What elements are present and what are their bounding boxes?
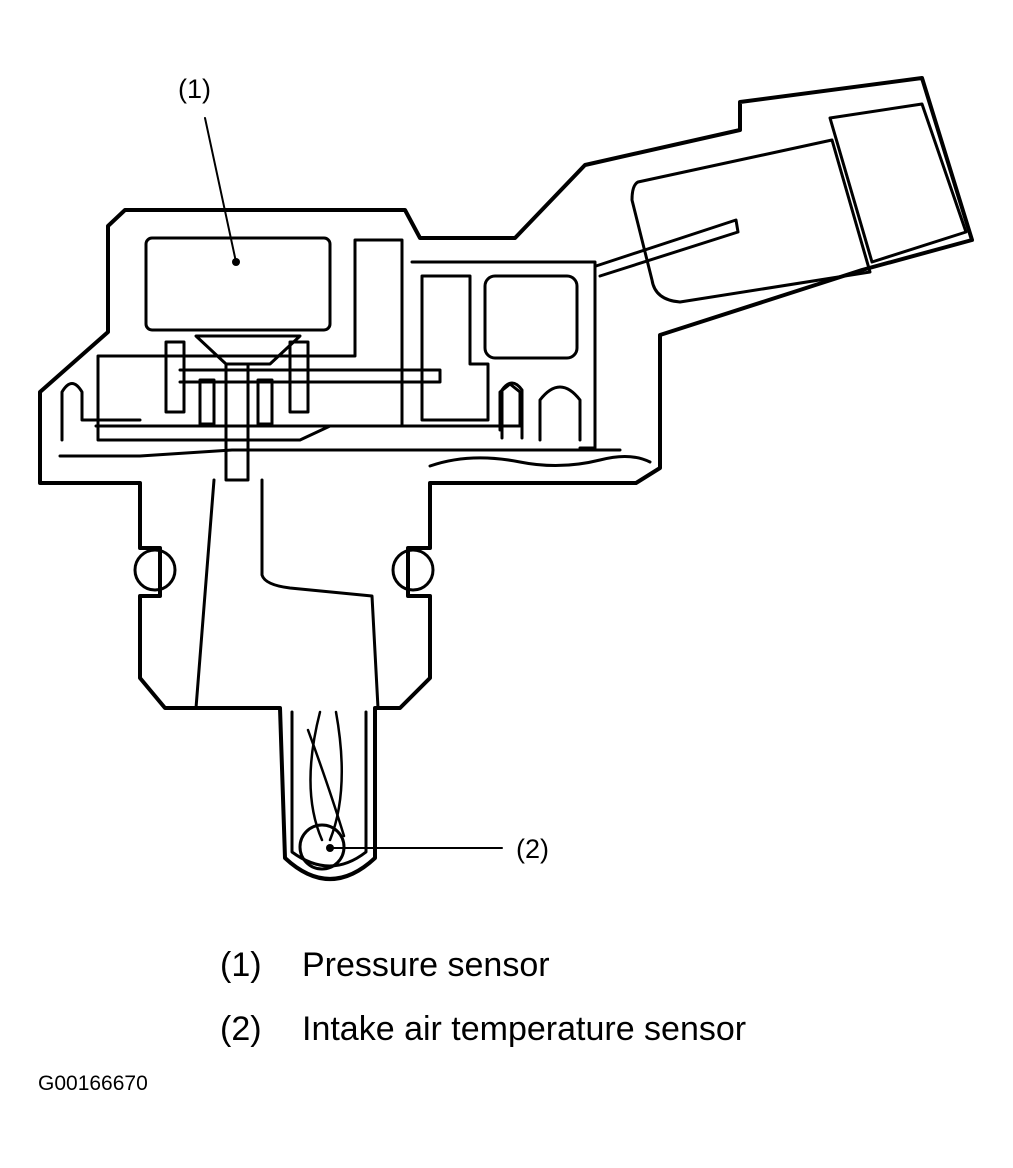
callout-1: (1) — [178, 74, 211, 104]
wavy-fill — [428, 455, 652, 468]
o-ring-right — [391, 548, 435, 592]
callout-2: (2) — [516, 834, 549, 864]
pin-stack-1 — [198, 378, 216, 426]
leader-dot-1 — [232, 258, 240, 266]
circuit-board — [410, 260, 597, 450]
stem-tube — [194, 478, 380, 710]
figure-id: G00166670 — [38, 1072, 148, 1095]
diaphragm — [194, 334, 302, 366]
legend-label: Pressure sensor — [302, 946, 550, 984]
pin-left — [164, 340, 186, 414]
housing-outline — [38, 76, 974, 881]
pressure-sensor-element — [144, 236, 332, 332]
left-hook — [60, 382, 142, 442]
board-frame — [420, 274, 490, 422]
right-chamber — [538, 385, 582, 442]
pin-stack-2 — [256, 378, 274, 426]
leader-line-1 — [204, 117, 237, 263]
right-hook — [500, 381, 524, 440]
cross-bar — [178, 368, 442, 384]
internal-plate — [94, 382, 522, 432]
pin-right — [288, 340, 310, 414]
terminal-pin — [594, 218, 740, 278]
legend-number: (2) — [220, 1010, 262, 1048]
leader-dot-2 — [326, 844, 334, 852]
lead-wire-1 — [309, 710, 324, 842]
legend-number: (1) — [220, 946, 262, 984]
lead-wire-3 — [306, 728, 346, 838]
inner-window — [483, 274, 579, 360]
legend-label: Intake air temperature sensor — [302, 1010, 747, 1048]
bottom-plate — [58, 448, 622, 458]
connector-cavity — [630, 138, 872, 304]
connector-inner — [828, 102, 968, 264]
inner-chamber-left — [96, 238, 404, 442]
probe-inner — [290, 710, 368, 868]
central-stem — [224, 362, 250, 482]
o-ring-left — [133, 548, 177, 592]
